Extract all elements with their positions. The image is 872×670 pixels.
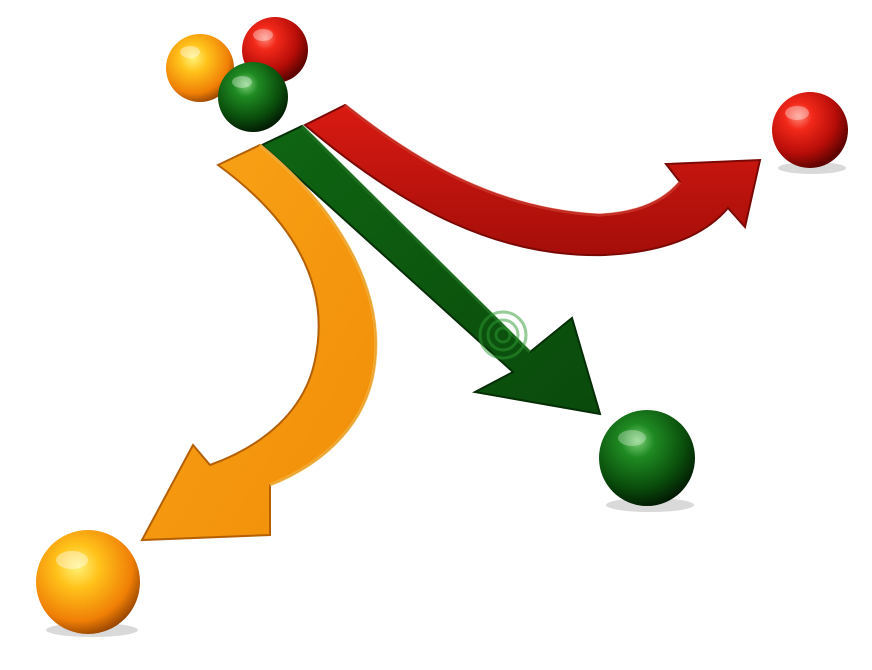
red-target-sphere <box>772 92 848 174</box>
swirl-mark <box>478 310 528 360</box>
orange-sphere <box>166 34 234 102</box>
sphere-cluster <box>166 17 308 132</box>
green-target-sphere <box>599 410 695 512</box>
orange-target-sphere <box>36 530 140 637</box>
green-sphere <box>218 62 288 132</box>
green-arrow <box>260 124 602 416</box>
red-arrow <box>303 103 762 257</box>
orange-arrow <box>140 143 378 542</box>
